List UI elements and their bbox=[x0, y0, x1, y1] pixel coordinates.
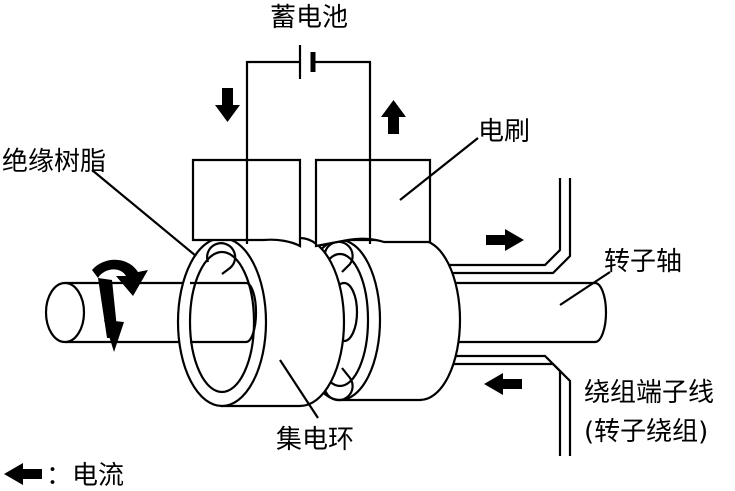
current-arrow-up bbox=[381, 100, 406, 134]
leader-insulation bbox=[91, 169, 197, 257]
shaft-right-end bbox=[594, 281, 608, 344]
current-arrow-down bbox=[215, 88, 240, 122]
ring1-shaft-end bbox=[245, 281, 258, 344]
ring1-hook-top bbox=[206, 242, 237, 275]
ring1-face-inner bbox=[188, 250, 256, 394]
battery-label: 蓄电池 bbox=[270, 3, 348, 33]
leader-rotor-shaft bbox=[559, 271, 611, 306]
leader-slip-ring bbox=[279, 359, 319, 419]
shaft-end-face bbox=[44, 281, 86, 344]
winding-terminal-leads bbox=[440, 178, 572, 456]
lead-top-outer bbox=[440, 178, 572, 275]
brush-right bbox=[314, 158, 432, 248]
brush-label: 电刷 bbox=[478, 117, 530, 147]
battery-right-wire bbox=[313, 60, 372, 160]
leader-brush bbox=[399, 137, 479, 201]
slip-ring-label: 集电环 bbox=[276, 425, 354, 455]
winding-leads-label: 绕组端子线 bbox=[584, 378, 714, 408]
lead-top-inner bbox=[440, 178, 562, 267]
battery-circuit bbox=[245, 45, 372, 160]
lead-bottom-inner bbox=[440, 354, 562, 456]
brushes bbox=[191, 158, 432, 248]
battery-left-wire bbox=[245, 60, 300, 160]
rotor-shaft-label: 转子轴 bbox=[604, 247, 682, 277]
current-arrow-right bbox=[486, 229, 524, 251]
rotation-arrow-tip bbox=[104, 320, 124, 352]
rotation-arrow-head bbox=[92, 259, 148, 296]
insulation-label: 绝缘树脂 bbox=[2, 147, 106, 177]
slip-ring-1 bbox=[176, 236, 346, 408]
rotor-shaft bbox=[44, 281, 608, 344]
legend-current-label: ：电流 bbox=[46, 461, 124, 491]
lead-bottom-outer bbox=[440, 362, 572, 456]
legend-current-arrow bbox=[4, 463, 42, 485]
current-arrow-left bbox=[484, 373, 522, 395]
rotor-winding-label: (转子绕组) bbox=[584, 417, 708, 447]
